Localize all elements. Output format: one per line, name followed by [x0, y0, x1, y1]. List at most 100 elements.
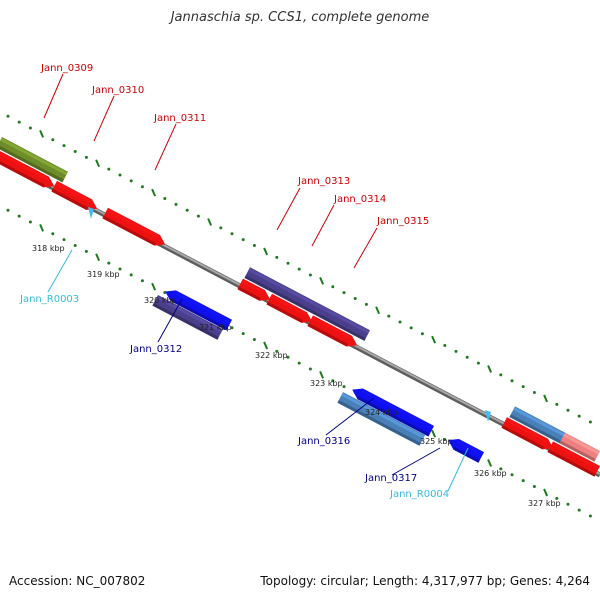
lower-ruler-minor-tick	[499, 467, 503, 471]
label-leader-line	[391, 447, 441, 476]
gene-label[interactable]: Jann_0317	[364, 473, 417, 484]
lower-ruler-minor-tick	[331, 379, 335, 383]
label-leader-line	[325, 397, 375, 436]
gene-body	[165, 290, 233, 331]
gene-Jann_0316a[interactable]	[349, 384, 434, 437]
upper-ruler-minor-tick	[364, 302, 368, 306]
lower-ruler-minor-tick	[521, 479, 525, 483]
gene-layer	[0, 137, 600, 477]
upper-ruler-minor-tick	[476, 361, 480, 365]
lower-ruler-major-tick	[95, 253, 101, 262]
kbp-label: 324 kbp	[365, 408, 398, 417]
gene-shadow	[170, 298, 228, 331]
gene-label[interactable]: Jann_0312	[129, 344, 182, 355]
upper-ruler-minor-tick	[118, 173, 122, 177]
lower-ruler-minor-tick	[342, 385, 346, 389]
gene-label[interactable]: Jann_0316	[297, 436, 350, 447]
upper-ruler-minor-tick	[6, 114, 10, 118]
upper-ruler-minor-tick	[252, 244, 256, 248]
gene-shadow	[559, 440, 596, 462]
upper-ruler-minor-tick	[342, 291, 346, 295]
gene-highlight	[0, 151, 49, 181]
gene-label[interactable]: Jann_R0003	[19, 294, 79, 305]
upper-ruler-minor-tick	[219, 226, 223, 230]
gene-Jann_0315[interactable]	[307, 315, 360, 350]
gene-label[interactable]: Jann_0313	[297, 176, 350, 187]
gene-g_red_r1[interactable]	[501, 417, 556, 453]
label-leader-line	[47, 249, 73, 293]
upper-ruler-minor-tick	[51, 138, 55, 142]
gene-g_pink_r[interactable]	[559, 432, 600, 462]
gene-Jann_0314[interactable]	[266, 293, 315, 327]
gene-shadow	[102, 215, 156, 246]
label-leader-line	[276, 187, 301, 231]
gene-Jann_0310[interactable]	[0, 151, 57, 192]
gene-shadow	[51, 188, 88, 210]
gene-highlight	[270, 294, 307, 316]
gene-shadow	[0, 158, 45, 188]
upper-ruler-minor-tick	[185, 208, 189, 212]
gene-label[interactable]: Jann_0309	[40, 63, 93, 74]
gene-body	[559, 432, 600, 462]
gene-Jann_0309[interactable]	[0, 137, 69, 183]
gene-label[interactable]: Jann_0315	[376, 216, 429, 227]
lower-ruler-major-tick	[263, 341, 269, 350]
rna-Jann_R0003[interactable]	[88, 207, 94, 219]
gene-body	[509, 406, 566, 444]
gene-Jann_0311[interactable]	[102, 207, 168, 250]
lower-ruler-major-tick	[431, 429, 437, 438]
lower-ruler-minor-tick	[129, 273, 133, 277]
gene-shadow	[0, 145, 64, 183]
upper-ruler-minor-tick	[443, 344, 447, 348]
gene-label[interactable]: Jann_0310	[91, 85, 144, 96]
upper-ruler-minor-tick	[140, 185, 144, 189]
upper-ruler-major-tick	[151, 188, 157, 197]
gene-shadow	[453, 446, 480, 463]
upper-ruler-minor-tick	[174, 202, 178, 206]
gene-Jann_0317[interactable]	[445, 435, 485, 463]
gene-Jann_0313[interactable]	[237, 278, 273, 305]
gene-Jann_0312a[interactable]	[162, 286, 233, 331]
upper-ruler-minor-tick	[28, 126, 32, 130]
label-leader-line	[311, 204, 335, 247]
gene-label[interactable]: Jann_0314	[333, 194, 386, 205]
upper-ruler-minor-tick	[532, 391, 536, 395]
gene-g_steel_r[interactable]	[509, 406, 566, 444]
gene-body	[337, 392, 425, 446]
lower-ruler-minor-tick	[62, 238, 66, 242]
kbp-label: 321 kbp	[199, 323, 232, 332]
gene-body	[352, 388, 434, 437]
lower-ruler-minor-tick	[577, 508, 581, 512]
gene-highlight	[156, 295, 223, 333]
kbp-label: 318 kbp	[32, 244, 65, 253]
gene-Jann_0316[interactable]	[337, 392, 425, 446]
gene-Jann_0312[interactable]	[152, 294, 223, 340]
gene-Jann_0310b[interactable]	[51, 180, 100, 214]
gene-body	[152, 294, 223, 340]
upper-ruler-major-tick	[487, 365, 493, 373]
gene-highlight	[505, 418, 548, 443]
lower-ruler-minor-tick	[51, 232, 55, 236]
gene-shadow	[501, 425, 544, 450]
gene-label-layer: Jann_0309Jann_0310Jann_0311Jann_0313Jann…	[19, 63, 469, 500]
gene-highlight	[106, 208, 160, 239]
rna-Jann_R0004[interactable]	[485, 410, 491, 422]
upper-ruler-minor-tick	[353, 296, 357, 300]
gene-Jann_0313a[interactable]	[244, 267, 370, 341]
gene-highlight	[248, 268, 370, 334]
gene-label[interactable]: Jann_0311	[153, 113, 206, 124]
gene-shadow	[244, 275, 366, 341]
lower-ruler-minor-tick	[84, 249, 88, 253]
lower-ruler-minor-tick	[443, 438, 447, 442]
topology-label: Topology: circular; Length: 4,317,977 bp…	[260, 574, 590, 588]
gene-highlight	[55, 181, 92, 203]
gene-g_red_r2[interactable]	[547, 441, 600, 477]
upper-ruler-minor-tick	[196, 214, 200, 218]
gene-shadow	[237, 286, 261, 301]
upper-ruler-minor-tick	[84, 155, 88, 159]
gene-highlight	[341, 392, 425, 439]
gene-label[interactable]: Jann_R0004	[389, 489, 449, 500]
upper-ruler-minor-tick	[73, 149, 77, 153]
rna-marker	[485, 410, 491, 422]
